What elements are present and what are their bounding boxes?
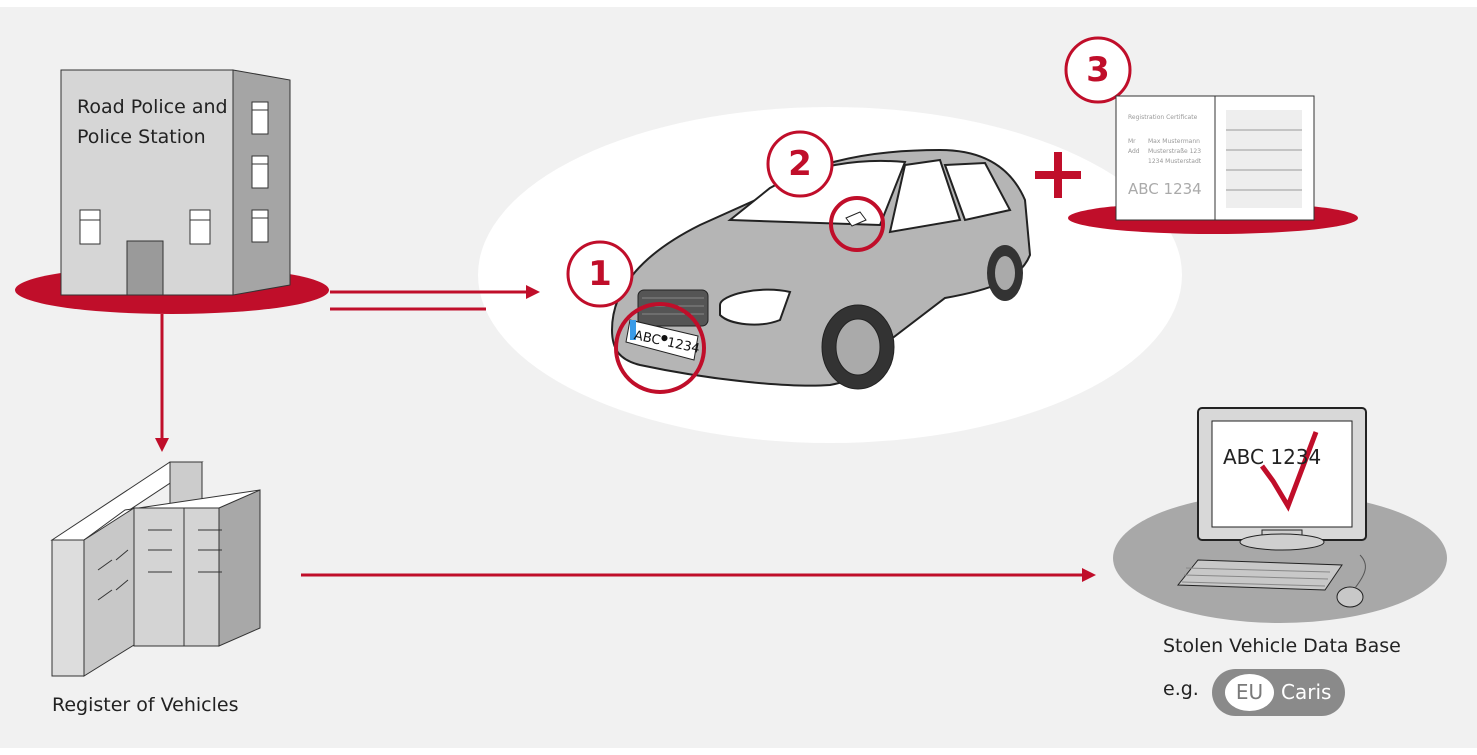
doc-city: 1234 Musterstadt [1148,158,1201,165]
doc-name: Max Mustermann [1148,138,1200,145]
doc-add: Add [1128,148,1140,155]
caris-label: Caris [1281,680,1331,704]
doc-mr: Mr [1128,138,1136,145]
eu-label: EU [1225,680,1274,704]
doc-title: Registration Certificate [1128,114,1197,121]
police-station-label: Road Police and Police Station [77,92,237,152]
doc-street: Musterstraße 123 [1148,148,1201,155]
number-2: 2 [768,144,832,184]
number-3: 3 [1066,50,1130,90]
eg-label: e.g. [1163,678,1199,700]
doc-plate: ABC 1234 [1128,180,1202,198]
register-label: Register of Vehicles [52,694,238,716]
stolen-db-label: Stolen Vehicle Data Base [1163,635,1401,657]
screen-plate-text: ABC 1234 [1223,445,1321,469]
number-1: 1 [568,254,632,294]
